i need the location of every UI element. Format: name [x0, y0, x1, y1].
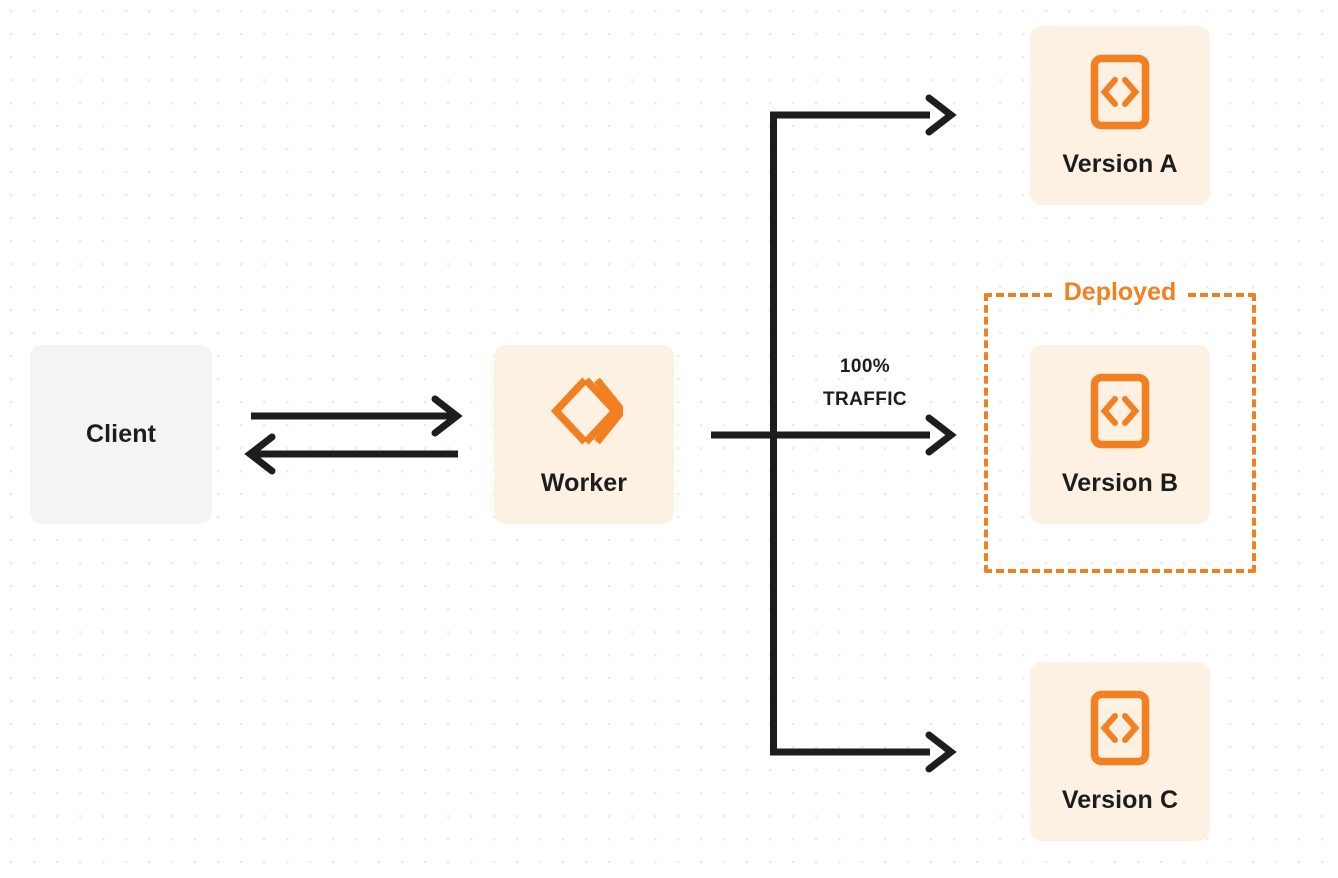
- deployed-group-label: Deployed: [1054, 280, 1186, 305]
- version-a-node[interactable]: Version A: [1030, 26, 1210, 205]
- version-c-label: Version C: [1061, 785, 1179, 814]
- arrow-to-version-a: [770, 94, 957, 136]
- worker-label: Worker: [540, 468, 628, 497]
- version-a-label: Version A: [1062, 149, 1178, 178]
- deployed-group: Deployed: [984, 280, 1256, 573]
- traffic-label: 100% TRAFFIC: [790, 350, 940, 417]
- code-brackets-icon: [1089, 689, 1151, 772]
- client-node[interactable]: Client: [30, 345, 212, 524]
- arrow-worker-to-client: [244, 433, 458, 475]
- arrow-to-version-c: [770, 731, 957, 773]
- traffic-trunk: [711, 115, 930, 752]
- version-b-node[interactable]: Version B: [1030, 345, 1210, 524]
- code-brackets-icon: [1089, 53, 1151, 136]
- code-brackets-icon: [1089, 372, 1151, 455]
- cloudflare-workers-logo-icon: [545, 372, 627, 455]
- traffic-percent: 100%: [839, 356, 891, 377]
- version-b-label: Version B: [1061, 468, 1179, 497]
- arrow-to-version-b: [925, 414, 957, 456]
- worker-node[interactable]: Worker: [494, 345, 674, 524]
- arrow-client-to-worker: [251, 395, 463, 437]
- client-label: Client: [85, 420, 157, 448]
- traffic-word: TRAFFIC: [822, 389, 908, 411]
- version-c-node[interactable]: Version C: [1030, 662, 1210, 841]
